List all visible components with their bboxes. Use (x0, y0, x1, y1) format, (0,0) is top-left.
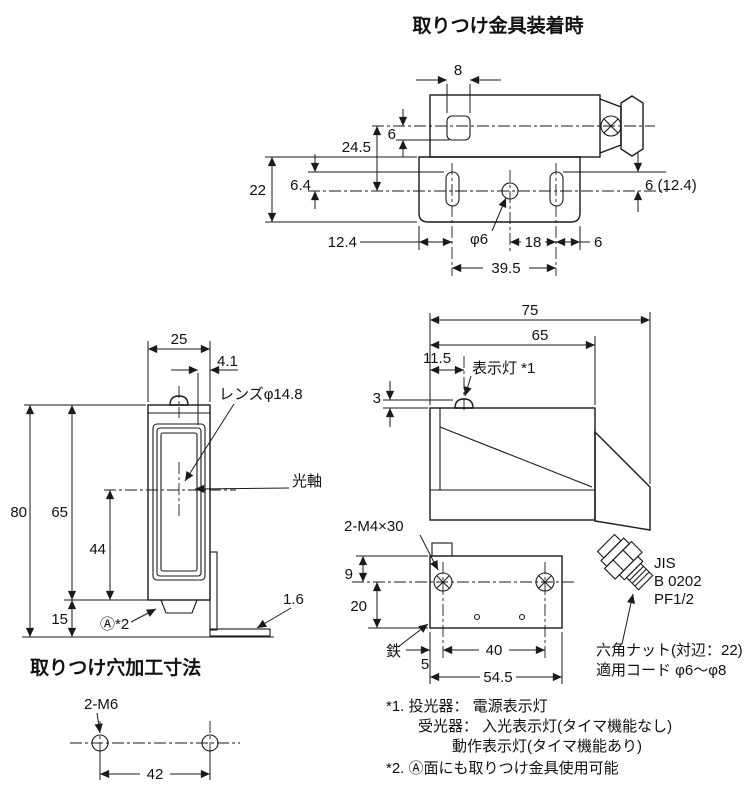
face-a-label: Ⓐ*2 (100, 616, 129, 633)
dim-54-5-label: 54.5 (483, 669, 512, 686)
dim-4-1-label: 4.1 (217, 353, 238, 370)
side-view: 75 65 11.5 表示灯 *1 3 2-M4×30 9 (344, 302, 743, 686)
dim-20-label: 20 (350, 598, 367, 615)
dim-phi6-label: φ6 (470, 231, 488, 248)
note1-line2: 受光器： 入光表示灯(タイマ機能なし) (418, 718, 672, 735)
hex-nut-label: 六角ナット(対辺：22) (596, 642, 743, 659)
side-centerlines (352, 356, 575, 658)
lens-bezel-outer (152, 423, 206, 581)
dim-80-label: 80 (10, 504, 27, 521)
small-hole-right (518, 613, 526, 621)
screw-spec-label: 2-M4×30 (344, 518, 404, 535)
optical-axis-centerlines (104, 386, 236, 518)
dim-65-side-label: 65 (532, 327, 549, 344)
dim-65-label: 65 (51, 504, 68, 521)
indicator-window (446, 115, 471, 141)
dim-5-label: 5 (421, 656, 429, 673)
bracket-attached-view: 8 6 24.5 22 6.4 6 (12.4) (249, 62, 696, 277)
front-view: 25 4.1 レンズφ14.8 光軸 80 65 44 (10, 331, 322, 638)
dim-22-label: 22 (249, 182, 266, 199)
side-view-dimensions: 75 65 11.5 表示灯 *1 3 2-M4×30 9 (344, 302, 743, 686)
dim-42-label: 42 (147, 766, 164, 783)
dim-18-label: 18 (525, 234, 542, 251)
hole-screw-label: 2-M6 (84, 696, 118, 713)
dim-12-4-label: 12.4 (328, 234, 357, 251)
bracket-vertical-leg (209, 551, 218, 631)
dim-6-4-label: 6.4 (290, 177, 311, 194)
front-view-dimensions: 25 4.1 レンズφ14.8 光軸 80 65 44 (10, 331, 322, 638)
dim-44-label: 44 (89, 541, 106, 558)
bottom-boss (160, 599, 198, 614)
dim-6-top-label: 6 (388, 126, 396, 143)
note2: *2. Ⓐ面にも取りつけ金具使用可能 (386, 760, 619, 777)
dim-6-12-4-label: 6 (12.4) (645, 177, 697, 194)
mounting-bracket-side (429, 555, 563, 629)
dim-6-right-label: 6 (594, 234, 602, 251)
note1-line1: *1. 投光器： 電源表示灯 (386, 698, 548, 715)
mounting-slot-left (445, 171, 460, 207)
thread-spec-line2: B 0202 (654, 573, 702, 590)
hole-view-dimensions: 42 (99, 751, 211, 783)
optical-axis-label: 光軸 (292, 473, 322, 490)
lens-label: レンズφ14.8 (219, 386, 303, 403)
hex-connector-top (620, 95, 644, 157)
mounting-slot-right (549, 171, 564, 207)
note1-line3: 動作表示灯(タイマ機能あり) (452, 738, 642, 755)
dim-11-5-label: 11.5 (423, 350, 451, 367)
hole-centerlines (70, 721, 240, 765)
sensor-body-side (429, 407, 596, 521)
cord-label: 適用コード φ6～φ8 (596, 661, 726, 679)
dim-1-6-label: 1.6 (283, 591, 304, 608)
dim-39-5-label: 39.5 (491, 260, 520, 277)
dim-40-label: 40 (486, 642, 503, 659)
page-title: 取りつけ金具装着時 (412, 14, 583, 37)
bracket-bend-tab (431, 542, 453, 557)
dim-75-label: 75 (522, 302, 539, 319)
dim-25-label: 25 (171, 331, 188, 348)
dim-3-label: 3 (373, 390, 381, 407)
dim-8-label: 8 (454, 62, 462, 79)
material-label: 鉄 (386, 643, 401, 660)
bracket-horizontal-leg (209, 628, 271, 637)
dim-15-label: 15 (51, 611, 68, 628)
dim-9-label: 9 (345, 566, 353, 583)
lens-bezel-mid (156, 427, 202, 577)
small-hole-left (473, 613, 481, 621)
thread-spec-line3: PF1/2 (654, 591, 694, 608)
thread-spec-line1: JIS (654, 555, 676, 572)
notes-block: *1. 投光器： 電源表示灯 受光器： 入光表示灯(タイマ機能なし) 動作表示灯… (386, 698, 672, 777)
top-view-dimensions: 8 6 24.5 22 6.4 6 (12.4) (249, 62, 696, 277)
mounting-hole-view: 取りつけ穴加工寸法 2-M6 42 (30, 656, 240, 783)
hole-view-title: 取りつけ穴加工寸法 (30, 656, 201, 679)
indicator-label: 表示灯 *1 (472, 360, 535, 377)
centerlines (308, 125, 668, 276)
mounting-bracket-plate (418, 156, 581, 223)
cable-connector (596, 533, 654, 591)
lens-window (160, 432, 198, 572)
cable-gland-base (594, 430, 651, 531)
dim-24-5-label: 24.5 (342, 139, 371, 156)
